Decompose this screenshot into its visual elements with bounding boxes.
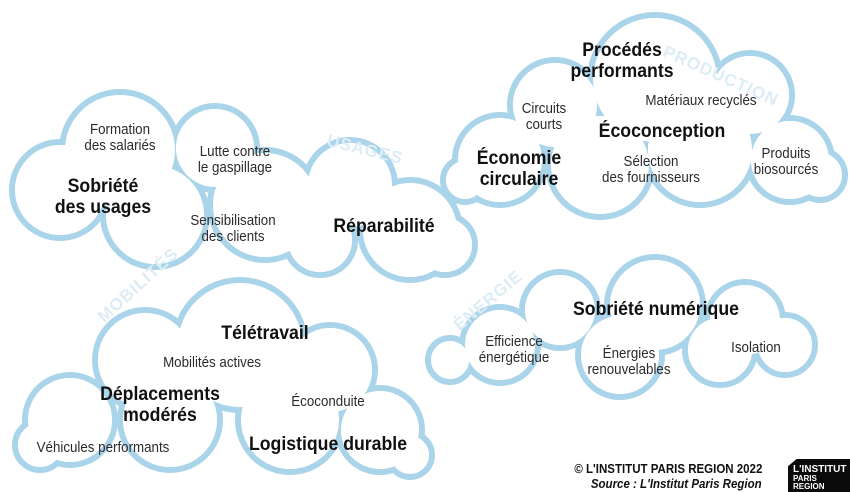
production-ecoconception: Écoconception <box>598 121 726 142</box>
usages-reparabilite: Réparabilité <box>333 216 435 237</box>
logo-line3: REGION <box>793 482 825 491</box>
usages-lutte: Lutte contre le gaspillage <box>197 144 273 177</box>
institut-logo: L'INSTITUT PARIS REGION <box>788 459 850 492</box>
mobilites-vehicules: Véhicules performants <box>36 440 170 456</box>
logo-line1: L'INSTITUT <box>793 464 847 475</box>
energie-renouvelables: Énergies renouvelables <box>587 346 671 379</box>
production-produits: Produits biosourcés <box>753 146 819 179</box>
production-procedes: Procédés performants <box>570 40 674 83</box>
energie-isolation: Isolation <box>731 340 781 356</box>
usages-formation: Formation des salariés <box>84 122 156 155</box>
usages-sobriete: Sobriété des usages <box>54 176 152 219</box>
mobilites-logistique: Logistique durable <box>248 434 408 455</box>
production-selection: Sélection des fournisseurs <box>602 154 700 187</box>
logo-line2: PARIS <box>793 474 817 483</box>
mobilites-ecoconduite: Écoconduite <box>291 394 365 410</box>
usages-sensibilisation: Sensibilisation des clients <box>190 213 276 246</box>
production-materiaux: Matériaux recyclés <box>645 93 757 109</box>
mobilites-deplacements: Déplacements modérés <box>100 384 220 427</box>
production-circuits: Circuits courts <box>521 101 567 134</box>
energie-efficience: Efficience énergétique <box>478 334 550 367</box>
copyright-text: © L'INSTITUT PARIS REGION 2022 <box>573 462 762 476</box>
production-economie: Économie circulaire <box>476 148 562 191</box>
mobilites-actives: Mobilités actives <box>163 355 261 371</box>
mobilites-teletravail: Télétravail <box>221 323 309 344</box>
source-text: Source : L'Institut Paris Region <box>591 477 762 491</box>
energie-sobriete-numerique: Sobriété numérique <box>573 299 739 320</box>
